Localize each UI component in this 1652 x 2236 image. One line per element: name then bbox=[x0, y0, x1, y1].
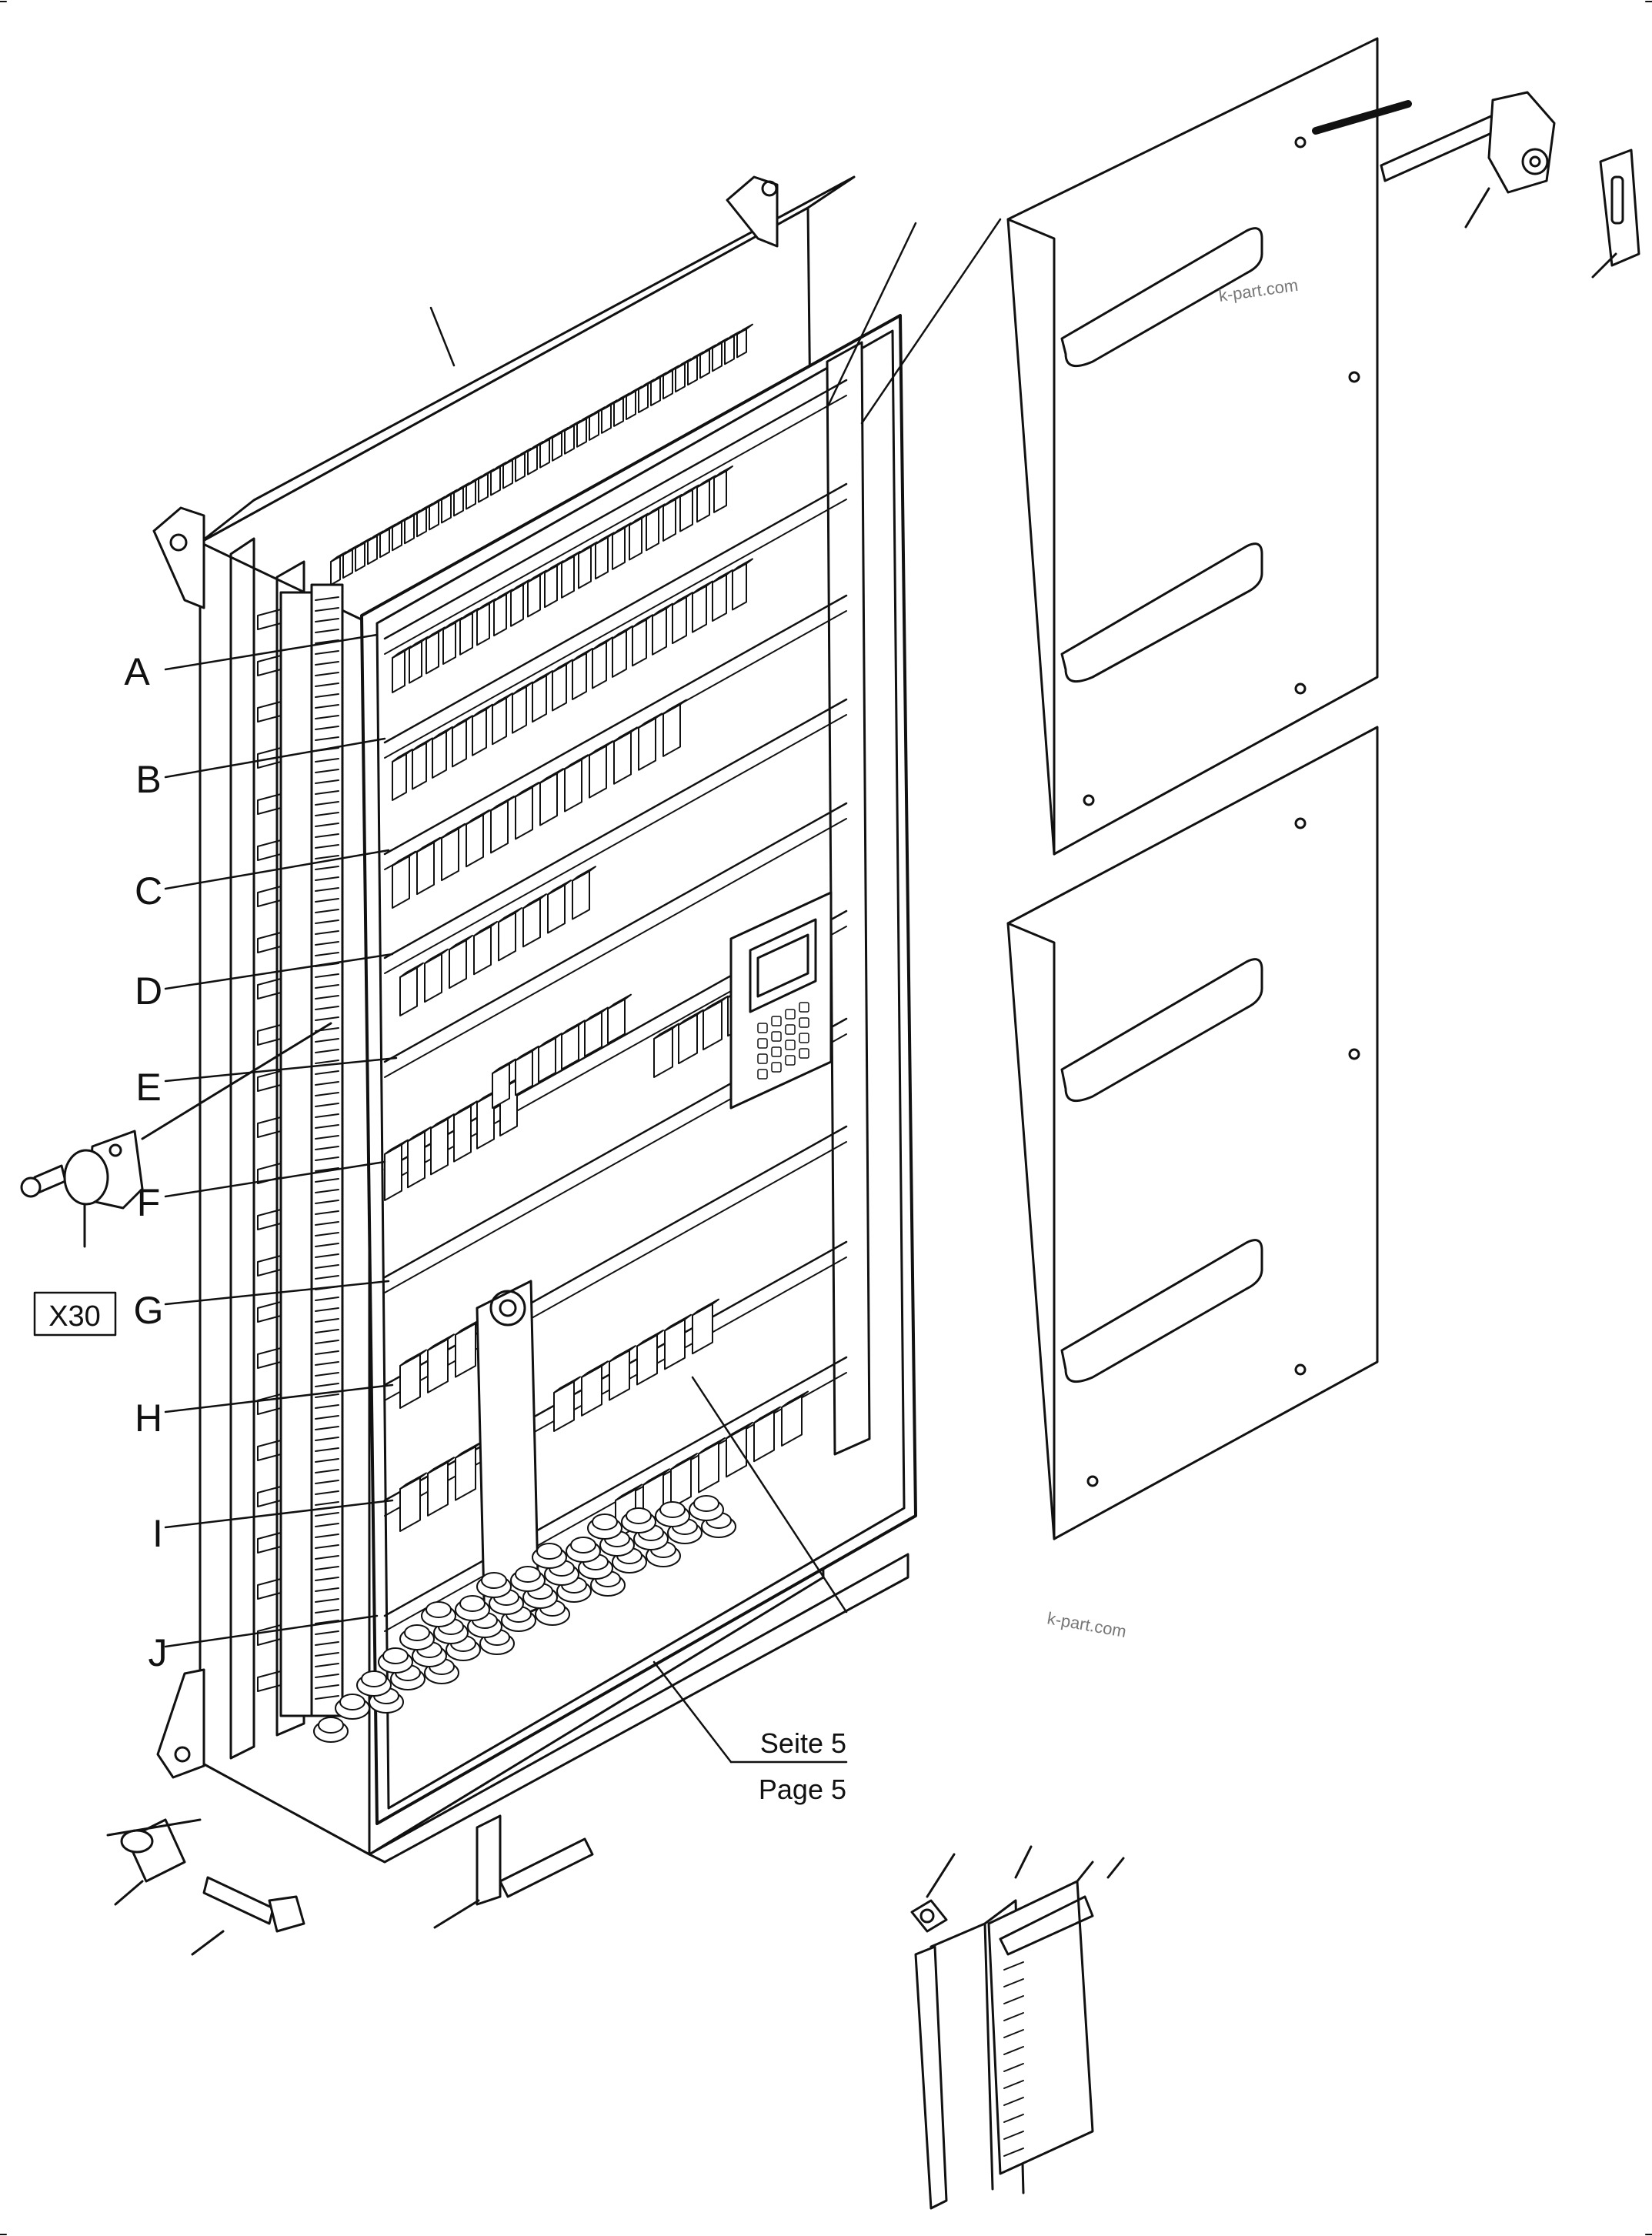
door-lock-assembly bbox=[1312, 91, 1640, 279]
watermark-2: k-part.com bbox=[1046, 1608, 1128, 1641]
label-e: E bbox=[135, 1066, 161, 1109]
page-ref-line1: Seite 5 bbox=[760, 1727, 846, 1759]
label-i: I bbox=[152, 1512, 163, 1555]
connector-label-x30: X30 bbox=[48, 1300, 101, 1333]
x30-connector-part bbox=[20, 1022, 332, 1337]
door-panel-upper bbox=[1006, 37, 1379, 856]
cable-glands bbox=[313, 1495, 736, 1743]
operator-display-unit bbox=[729, 891, 833, 1110]
angle-bracket bbox=[433, 1814, 594, 1929]
relay-modules bbox=[330, 323, 809, 1540]
label-a: A bbox=[124, 650, 150, 693]
label-c: C bbox=[135, 869, 162, 913]
label-d: D bbox=[135, 969, 162, 1013]
label-j: J bbox=[149, 1631, 168, 1674]
cable-duct-parts bbox=[910, 1845, 1125, 2210]
leader-lines bbox=[164, 218, 1002, 1764]
door-panel-lower bbox=[1006, 726, 1379, 1540]
label-f: F bbox=[137, 1181, 161, 1224]
left-terminal-strip bbox=[257, 583, 344, 1717]
label-h: H bbox=[135, 1397, 162, 1440]
label-g: G bbox=[134, 1289, 164, 1332]
page-ref-line2: Page 5 bbox=[759, 1774, 846, 1805]
spacer-and-bolt bbox=[106, 1818, 305, 1956]
label-b: B bbox=[135, 758, 161, 801]
